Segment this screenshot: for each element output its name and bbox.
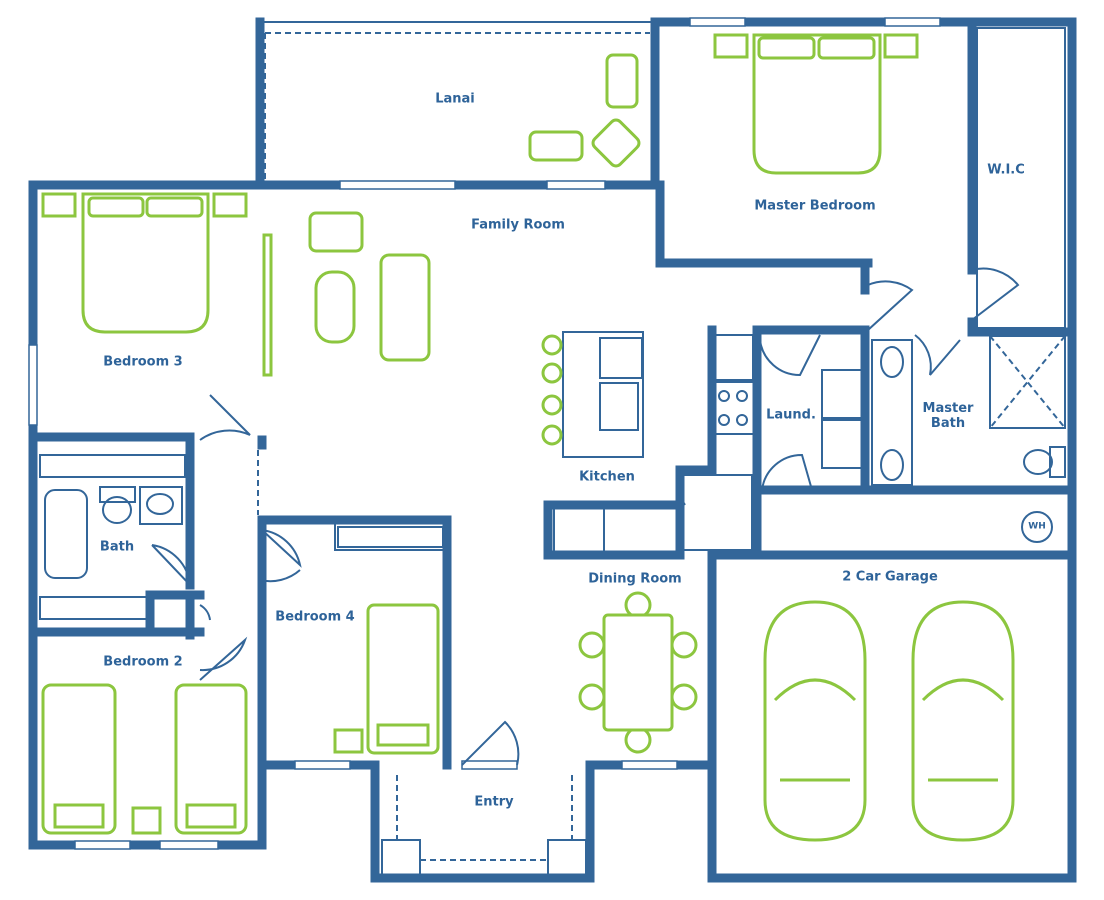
room-label-master-bath: Master Bath <box>922 401 974 431</box>
walls <box>28 17 1077 883</box>
furniture <box>41 33 1015 842</box>
room-label-entry: Entry <box>474 794 514 810</box>
room-label-lanai: Lanai <box>435 91 475 107</box>
room-label-bedroom3: Bedroom 3 <box>103 354 183 370</box>
room-label-wic: W.I.C <box>987 162 1025 178</box>
room-label-master-bedroom: Master Bedroom <box>754 198 876 214</box>
room-label-garage: 2 Car Garage <box>842 569 938 585</box>
water-heater-label: WH <box>1028 521 1046 532</box>
room-label-dining-room: Dining Room <box>588 571 682 587</box>
fixtures <box>39 27 1066 876</box>
room-label-family-room: Family Room <box>471 217 565 233</box>
room-label-kitchen: Kitchen <box>579 469 635 485</box>
doors <box>151 267 1020 766</box>
room-label-bedroom4: Bedroom 4 <box>275 609 355 625</box>
room-label-bath: Bath <box>99 539 135 555</box>
room-label-bedroom2: Bedroom 2 <box>103 654 183 670</box>
windows <box>28 17 941 850</box>
room-label-laundry: Laund. <box>766 407 816 423</box>
